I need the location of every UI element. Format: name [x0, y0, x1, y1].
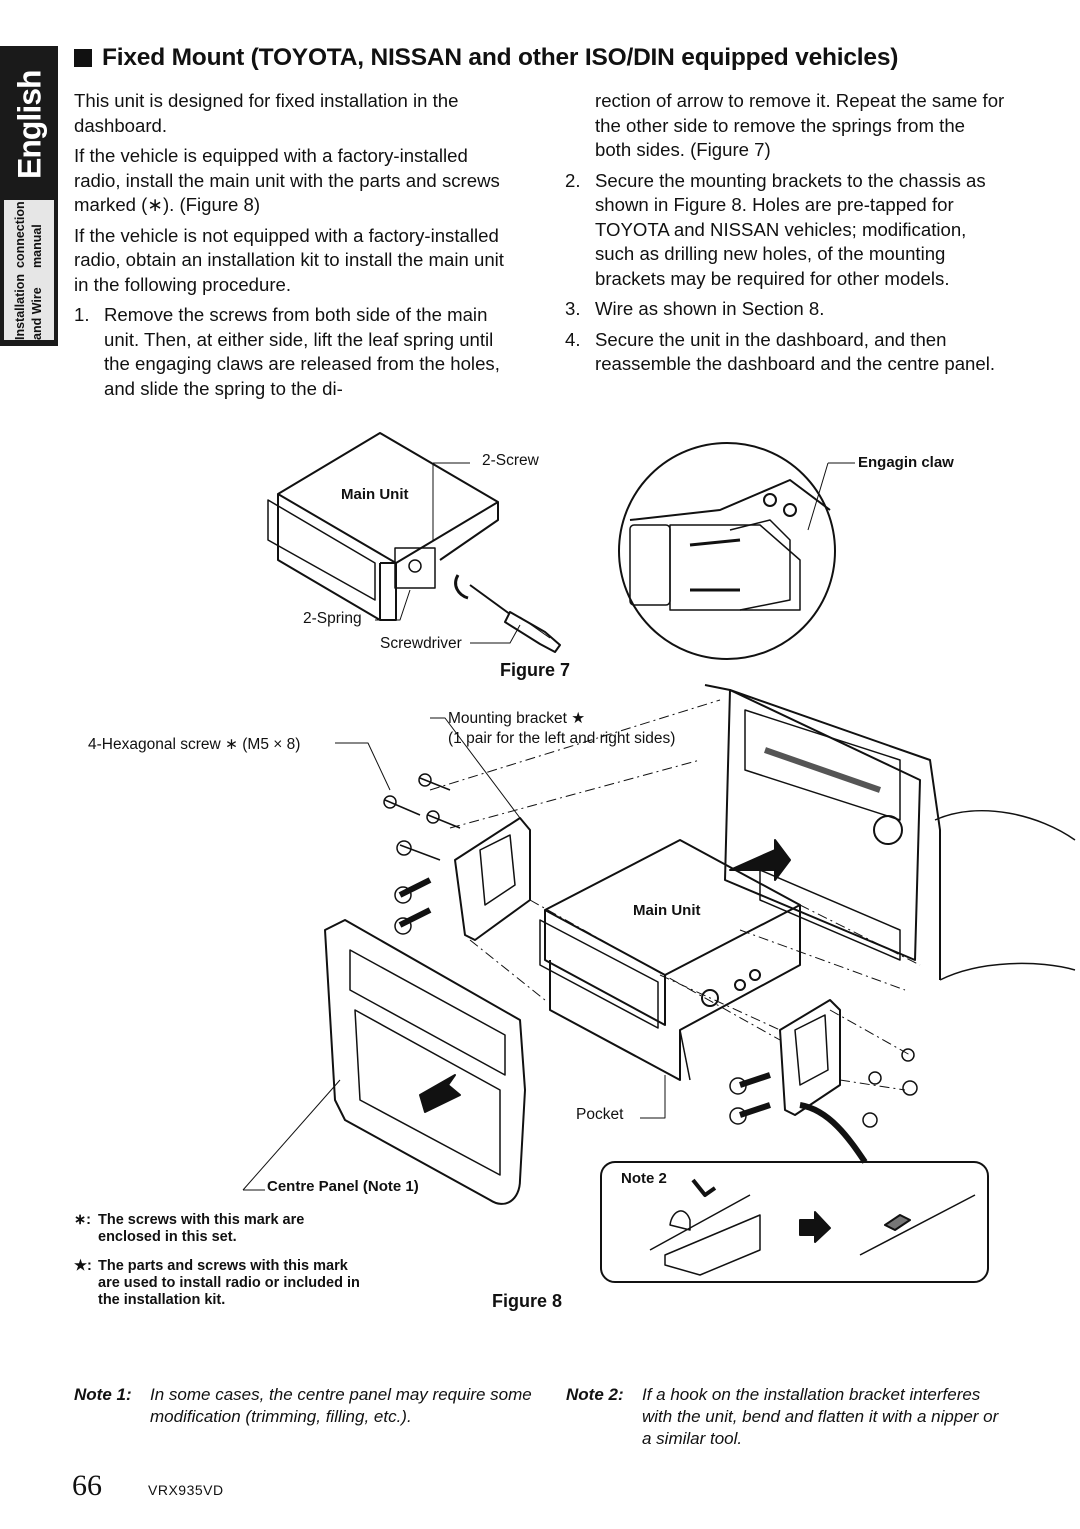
figure7-main-unit-drawing [267, 432, 499, 621]
fig8-hex-screw-label: 4-Hexagonal screw ∗ (M5 × 8) [88, 736, 301, 753]
square-bullet-icon [74, 49, 92, 67]
star-text-2: are used to install radio or included in [98, 1275, 360, 1291]
asterisk-mark: ∗: [74, 1212, 91, 1228]
right-column: rection of arrow to remove it. Repeat th… [565, 89, 1005, 383]
step-4-text: Secure the unit in the dashboard, and th… [595, 328, 996, 375]
asterisk-text-1: The screws with this mark are [98, 1212, 305, 1228]
figure8-screws-drawing [383, 773, 918, 1128]
heading-text: Fixed Mount (TOYOTA, NISSAN and other IS… [102, 44, 899, 71]
step-1-continued-text: rection of arrow to remove it. Repeat th… [595, 90, 1005, 160]
note-1-text: In some cases, the centre panel may requ… [150, 1385, 532, 1426]
figure8-left-bracket-drawing [454, 817, 531, 941]
asterisk-text-2: enclosed in this set. [98, 1229, 237, 1245]
note-2-text: If a hook on the installation bracket in… [642, 1385, 999, 1448]
symbol-legend: ∗: The screws with this mark are enclose… [74, 1212, 454, 1309]
step-3-number: 3. [565, 298, 581, 319]
figure8-dashboard-drawing [704, 684, 1076, 981]
fig7-spring-label: 2-Spring [303, 610, 362, 627]
figure8-leader-lines [335, 717, 666, 1119]
star-text-3: the installation kit. [98, 1292, 226, 1308]
star-mark: ★: [74, 1258, 92, 1274]
fig7-main-unit-label: Main Unit [341, 486, 409, 503]
paragraph-3: If the vehicle is not equipped with a fa… [74, 224, 504, 295]
figure8-centre-panel-drawing [242, 919, 526, 1205]
figure7-caption: Figure 7 [500, 660, 571, 680]
page-number: 66 [72, 1469, 102, 1502]
note2-arrow-drawing [799, 1102, 868, 1164]
left-column: This unit is designed for fixed installa… [74, 89, 514, 407]
fig7-screwdriver-label: Screwdriver [380, 635, 462, 652]
note2-box-drawing [600, 1161, 989, 1283]
step-1-text: Remove the screws from both side of the … [104, 304, 500, 399]
legend-star: ★: The parts and screws with this mark a… [74, 1258, 454, 1309]
fig8-mounting-bracket-sub-label: (1 pair for the left and right sides) [448, 730, 676, 747]
star-text-1: The parts and screws with this mark [98, 1258, 348, 1274]
step-1: 1. Remove the screws from both side of t… [74, 303, 514, 401]
figure8-caption: Figure 8 [492, 1291, 563, 1311]
note-2-label: Note 2: [566, 1385, 624, 1404]
step-2-text: Secure the mounting brackets to the chas… [595, 169, 986, 289]
section-heading: Fixed Mount (TOYOTA, NISSAN and other IS… [74, 44, 1064, 72]
figure7-screwdriver-drawing [454, 574, 561, 653]
figure8-right-bracket-drawing [779, 999, 841, 1116]
fig7-screw-label: 2-Screw [482, 452, 539, 469]
step-3-text: Wire as shown in Section 8. [595, 298, 825, 319]
step-4: 4. Secure the unit in the dashboard, and… [565, 328, 1005, 377]
paragraph-1: This unit is designed for fixed installa… [74, 90, 459, 136]
step-2-number: 2. [565, 169, 581, 191]
model-number: VRX935VD [148, 1482, 224, 1498]
step-4-number: 4. [565, 328, 581, 350]
step-2: 2. Secure the mounting brackets to the c… [565, 169, 1005, 292]
legend-asterisk: ∗: The screws with this mark are enclose… [74, 1212, 454, 1246]
fig8-note2-label: Note 2 [621, 1170, 667, 1187]
paragraph-2: If the vehicle is equipped with a factor… [74, 145, 500, 215]
fig8-pocket-label: Pocket [576, 1106, 624, 1123]
fig8-main-unit-label: Main Unit [633, 902, 701, 919]
fig8-mounting-bracket-label: Mounting bracket ★ [448, 710, 586, 727]
figure8-main-unit-drawing [539, 839, 801, 1081]
figure8-guide-lines-drawing [429, 699, 921, 1091]
figure7-zoom-detail-drawing [375, 442, 855, 660]
fig8-centre-panel-label: Centre Panel (Note 1) [267, 1178, 419, 1195]
step-1-number: 1. [74, 304, 90, 325]
note-1: Note 1: In some cases, the centre panel … [74, 1384, 534, 1428]
fig7-engaging-claw-label: Engagin claw [858, 454, 954, 471]
note-2: Note 2: If a hook on the installation br… [566, 1384, 1006, 1450]
step-1-continued: rection of arrow to remove it. Repeat th… [565, 89, 1005, 163]
note-1-label: Note 1: [74, 1385, 132, 1404]
step-3: 3. Wire as shown in Section 8. [565, 297, 1005, 322]
